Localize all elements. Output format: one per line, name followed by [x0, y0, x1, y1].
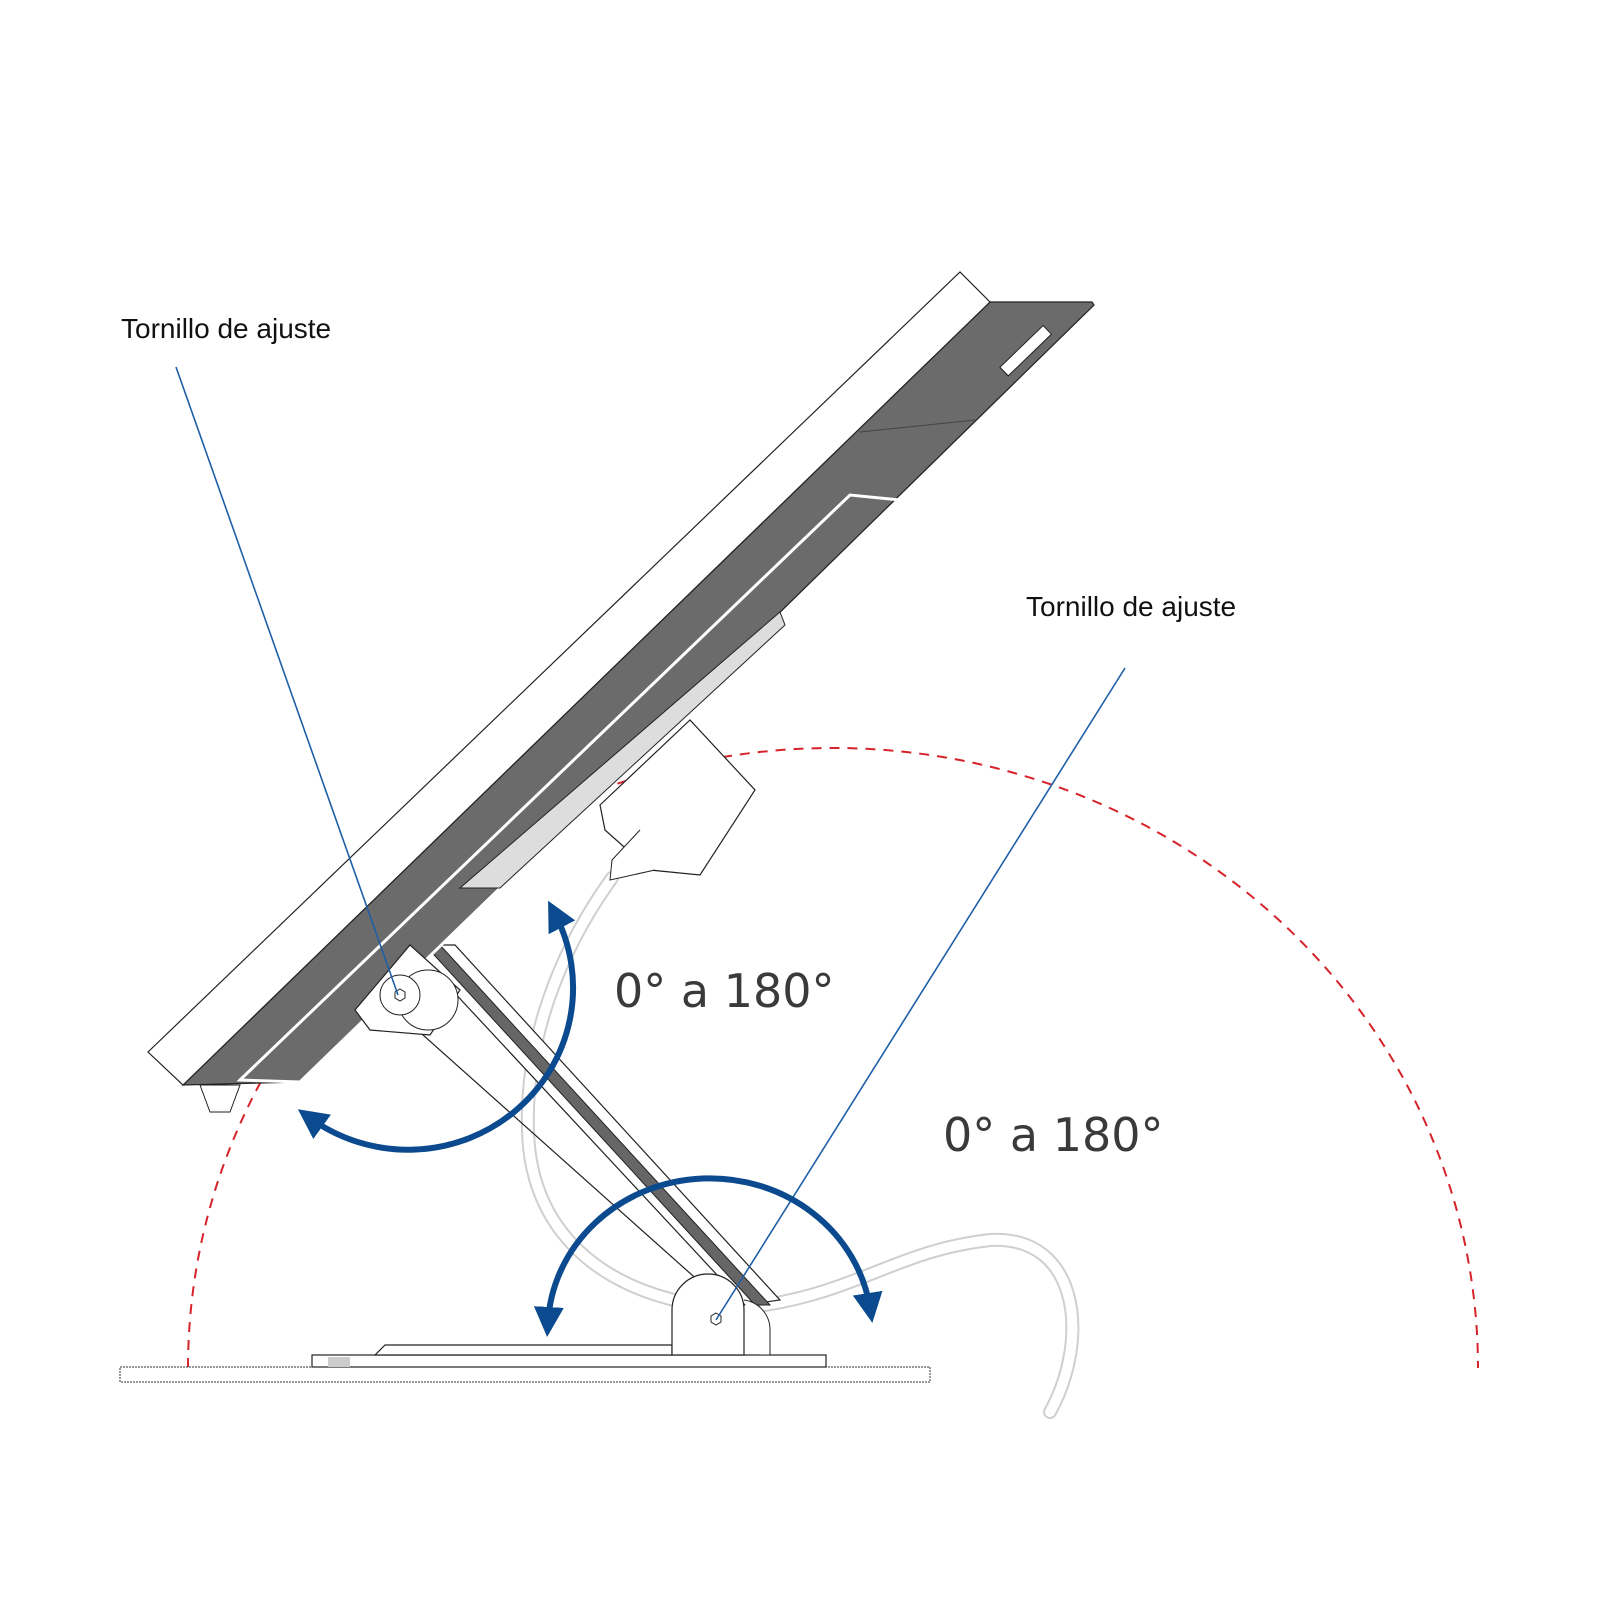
- base-plate: [119, 1366, 931, 1383]
- rotation-arrow-lower: [533, 1175, 883, 1337]
- cable-connector: [599, 719, 756, 881]
- callout-label-upper-screw: Tornillo de ajuste: [121, 313, 332, 344]
- callout-line-upper: [175, 366, 399, 996]
- angle-label-upper: 0° a 180°: [614, 964, 835, 1018]
- rotation-arrow-upper: [297, 900, 577, 1153]
- callout-line-lower: [715, 667, 1126, 1321]
- angle-label-lower: 0° a 180°: [943, 1108, 1164, 1162]
- mount-plate: [311, 1354, 827, 1368]
- callout-label-lower-screw: Tornillo de ajuste: [1026, 591, 1237, 622]
